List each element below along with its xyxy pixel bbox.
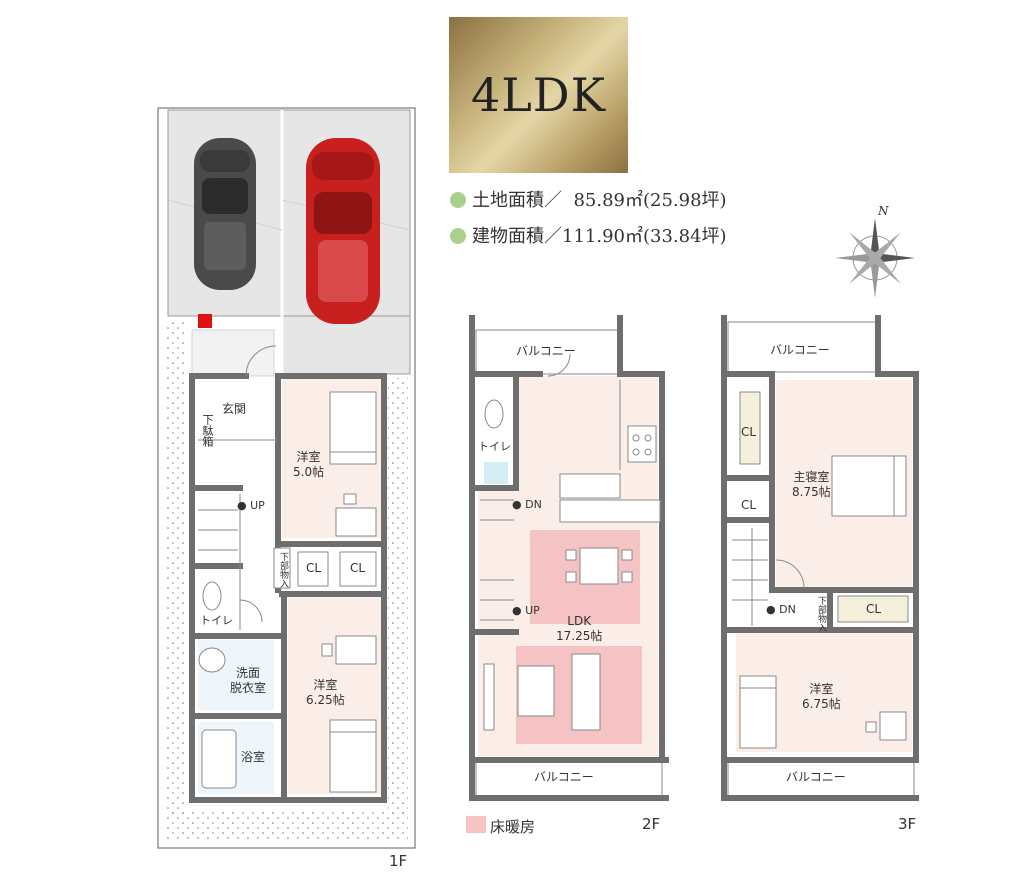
- f2-up-label: ● UP: [512, 604, 540, 617]
- f1-floor-label: 1F: [389, 852, 408, 870]
- f1-up-text: UP: [250, 499, 265, 512]
- green-dot-icon: [450, 228, 466, 244]
- f1-bath-label: 浴室: [241, 750, 266, 764]
- floor-heating-legend-label: 床暖房: [490, 818, 536, 836]
- f1-getabako-label: 下駄箱: [201, 414, 214, 447]
- f2-balcony-bottom-label: バルコニー: [534, 770, 594, 784]
- f3-floor-label: 3F: [898, 815, 917, 833]
- f3-dn-text: DN: [779, 603, 796, 616]
- building-area-value: 111.90㎡(33.84坪): [562, 226, 727, 247]
- f3-cl-3-label: CL: [866, 602, 882, 616]
- f3-cl-2-label: CL: [741, 498, 757, 512]
- f3-yoshitsu-size: 6.75帖: [802, 697, 841, 711]
- f3-yoshitsu-name: 洋室: [809, 682, 834, 696]
- land-area-value: 85.89㎡(25.98坪): [573, 190, 727, 211]
- garden-left: [166, 320, 186, 816]
- f2-up-text: UP: [525, 604, 540, 617]
- f1-yoshitsu-a-name: 洋室: [296, 450, 321, 464]
- car-red-icon: [306, 138, 380, 324]
- f3-dn-label: ● DN: [766, 603, 796, 616]
- f1-yoshitsu-b-size: 6.25帖: [306, 693, 345, 707]
- f1-yoshitsu-a-size: 5.0帖: [293, 465, 325, 479]
- f1-cl-2-label: CL: [350, 561, 366, 575]
- f1-yoshitsu-b-name: 洋室: [313, 678, 338, 692]
- building-area-label: 建物面積／: [472, 226, 562, 247]
- f2-balcony-top-label: バルコニー: [516, 344, 576, 358]
- garden-right: [388, 378, 408, 816]
- land-area-spec: 土地面積／ 85.89㎡(25.98坪): [450, 186, 727, 212]
- f3-master-name: 主寝室: [793, 470, 830, 484]
- green-dot-icon: [450, 192, 466, 208]
- f3-balcony-top-label: バルコニー: [770, 343, 830, 357]
- f1-cl-1-label: CL: [306, 561, 322, 575]
- f3-master-size: 8.75帖: [792, 485, 831, 499]
- f1-washroom-line1: 洗面: [236, 666, 261, 680]
- f3-balcony-bottom-label: バルコニー: [786, 770, 846, 784]
- plan-type-title: 4LDK: [470, 68, 607, 122]
- f2-dn-label: ● DN: [512, 498, 542, 511]
- floor-1f-drawing: [157, 107, 919, 849]
- f1-up-label: ● UP: [237, 499, 265, 512]
- car-dark-icon: [194, 138, 256, 290]
- plan-type-banner: 4LDK: [449, 17, 628, 173]
- floor-heating-swatch: [466, 816, 486, 833]
- meter-box: [198, 314, 212, 328]
- f2-toilet-label: トイレ: [478, 440, 511, 453]
- f3-storage-label: 下部物入: [816, 596, 826, 632]
- building-area-spec: 建物面積／111.90㎡(33.84坪): [450, 222, 727, 248]
- f2-floor-label: 2F: [642, 815, 661, 833]
- f2-ldk-name: LDK: [567, 614, 592, 628]
- compass-north-label: N: [878, 204, 889, 218]
- f2-dn-text: DN: [525, 498, 542, 511]
- f1-genkan-label: 玄関: [222, 402, 247, 416]
- f1-toilet-label: トイレ: [200, 614, 233, 627]
- garden-bottom: [166, 810, 408, 842]
- f1-storage-label: 下部物入: [278, 552, 288, 588]
- f2-ldk-size: 17.25帖: [556, 629, 603, 643]
- f3-cl-1-label: CL: [741, 425, 757, 439]
- f1-washroom-label: 洗面脱衣室: [230, 666, 266, 696]
- f1-washroom-line2: 脱衣室: [230, 681, 267, 695]
- land-area-label: 土地面積／: [472, 190, 562, 211]
- compass-icon: [835, 218, 915, 298]
